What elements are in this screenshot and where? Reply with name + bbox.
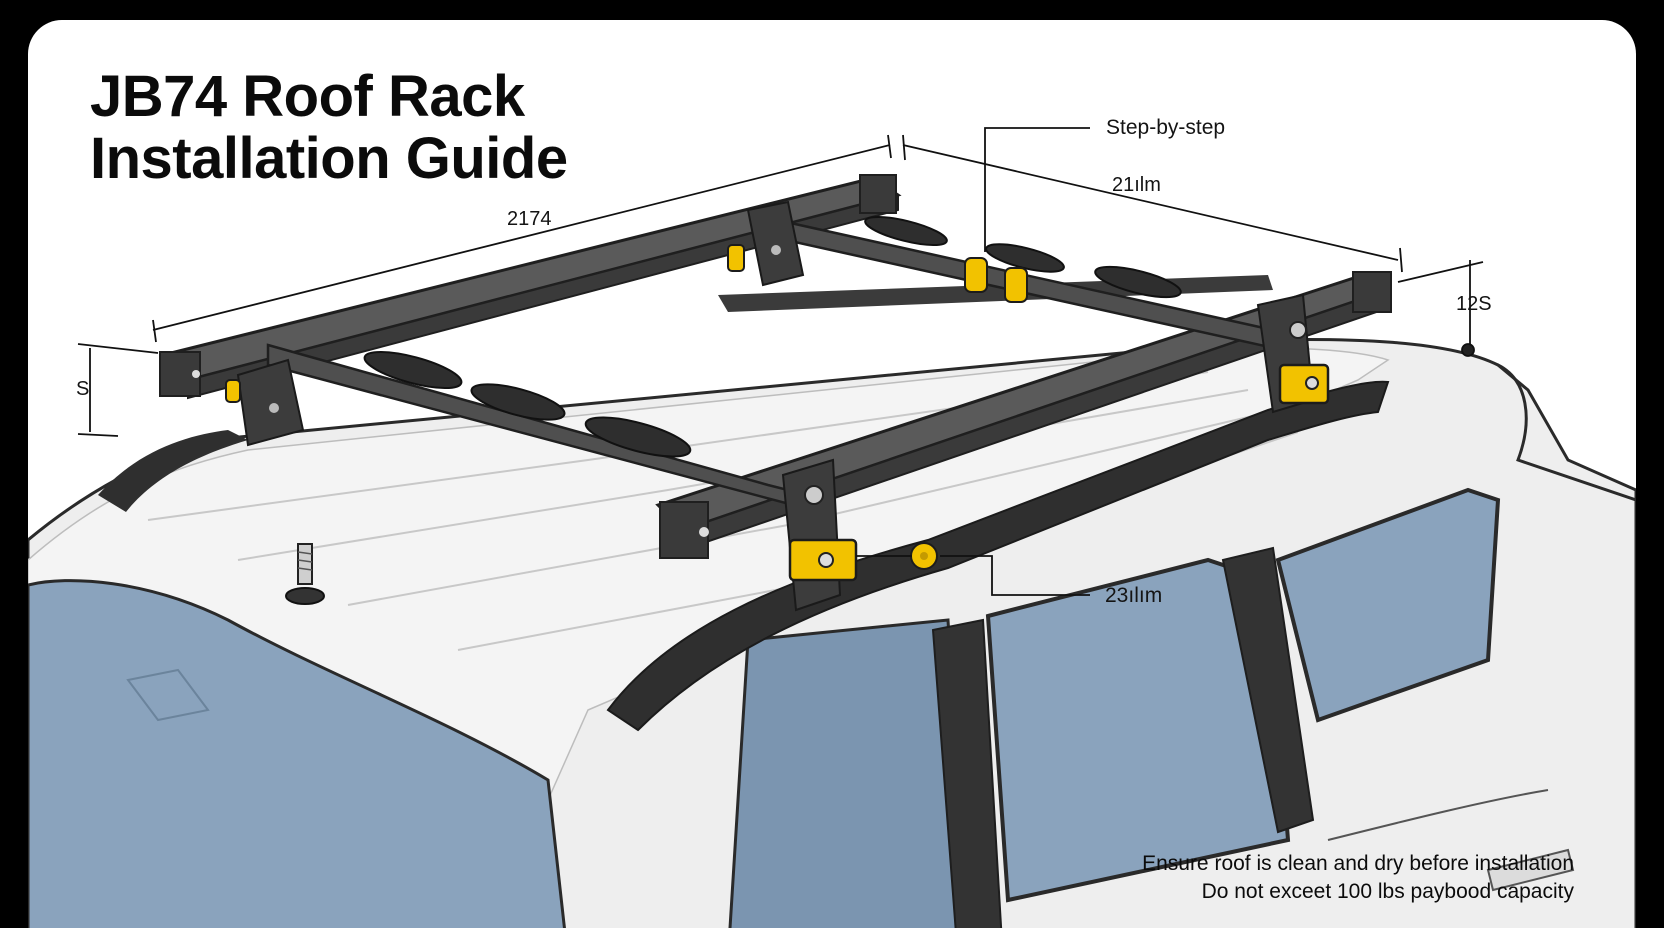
- dimension-lines: [77, 127, 1484, 596]
- roof-rack-illustration: [28, 127, 1636, 928]
- car-body: [28, 337, 1636, 928]
- rear-crossbar: [159, 174, 902, 400]
- front-crossbar: [655, 271, 1392, 559]
- dimension-left-height: S: [76, 378, 90, 400]
- clamps: [225, 244, 1330, 582]
- installation-notes: Ensure roof is clean and dry before inst…: [1142, 850, 1574, 906]
- steps-callout: Step-by-step: [1106, 116, 1226, 139]
- dimension-rear-length: 21ılm: [1112, 174, 1161, 196]
- dimension-front-length: 2174: [507, 208, 552, 230]
- page-title: JB74 Roof Rack Installation Guide: [90, 66, 568, 190]
- bracket-size-callout: 23ılım: [1105, 584, 1163, 607]
- dimension-right-height: 12S: [1456, 293, 1492, 315]
- note-line-1: Ensure roof is clean and dry before inst…: [1142, 852, 1574, 875]
- title-line-1: JB74 Roof Rack: [90, 64, 525, 129]
- note-line-2: Do not exceet 100 lbs paybood capacity: [1201, 880, 1574, 903]
- diagram-panel: JB74 Roof Rack Installation Guide Step-b…: [28, 20, 1636, 928]
- title-line-2: Installation Guide: [90, 126, 568, 191]
- bolt: [285, 543, 325, 605]
